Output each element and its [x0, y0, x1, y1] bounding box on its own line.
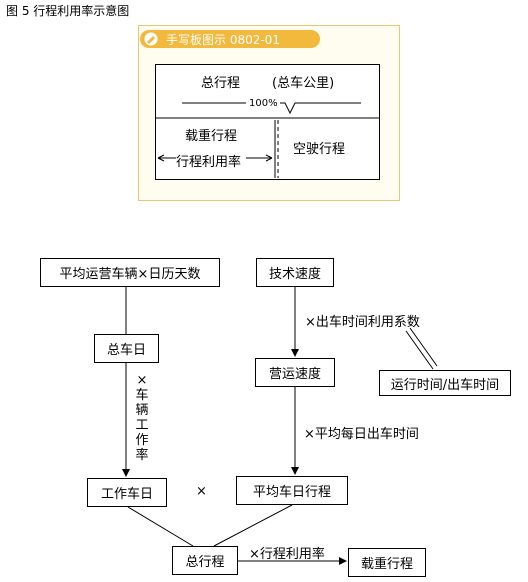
loaded-mileage-label: 载重行程 [185, 129, 238, 144]
figure-caption: 图 5 行程利用率示意图 [6, 4, 130, 18]
times-sign: × [196, 484, 207, 499]
pen-icon [144, 32, 158, 46]
percent-label: 100% [249, 98, 278, 109]
total-mileage-label: 总行程 [201, 76, 241, 91]
vehicle-work-rate-label: × 车 辆 工 作 率 [135, 373, 149, 463]
connector-working-days-to-total [127, 506, 194, 547]
empty-mileage-label: 空驶行程 [293, 142, 346, 157]
avg-daily-mileage-box: 平均车日行程 [236, 476, 348, 505]
departure-factor-label: ×出车时间利用系数 [305, 315, 420, 330]
utilization-arrowhead-left [157, 154, 165, 162]
running-over-departure-box: 运行时间/出车时间 [379, 370, 511, 396]
percent-line-right [280, 102, 361, 115]
handwriting-tab [140, 30, 320, 48]
total-vehicle-days-box: 总车日 [94, 334, 159, 363]
tech-speed-box: 技术速度 [256, 258, 334, 287]
total-mileage-unit: (总车公里) [272, 76, 335, 91]
vehicles-days-box: 平均运营车辆×日历天数 [40, 258, 220, 287]
slash-line-2 [409, 327, 438, 367]
loaded-mileage-box: 载重行程 [348, 548, 426, 577]
utilization-label: 行程利用率 [176, 155, 242, 170]
utilization-multiplier-label: ×行程利用率 [249, 547, 325, 562]
operating-speed-box: 营运速度 [255, 358, 335, 387]
utilization-arrowhead-right [265, 154, 273, 162]
total-mileage-box: 总行程 [172, 546, 238, 575]
working-vehicle-days-box: 工作车日 [87, 478, 167, 507]
daily-departure-time-label: ×平均每日出车时间 [304, 427, 419, 442]
connector-avg-mileage-to-total [213, 504, 293, 547]
handwriting-tab-label: 手写板图示 0802-01 [166, 33, 280, 47]
slash-line-1 [405, 330, 434, 370]
